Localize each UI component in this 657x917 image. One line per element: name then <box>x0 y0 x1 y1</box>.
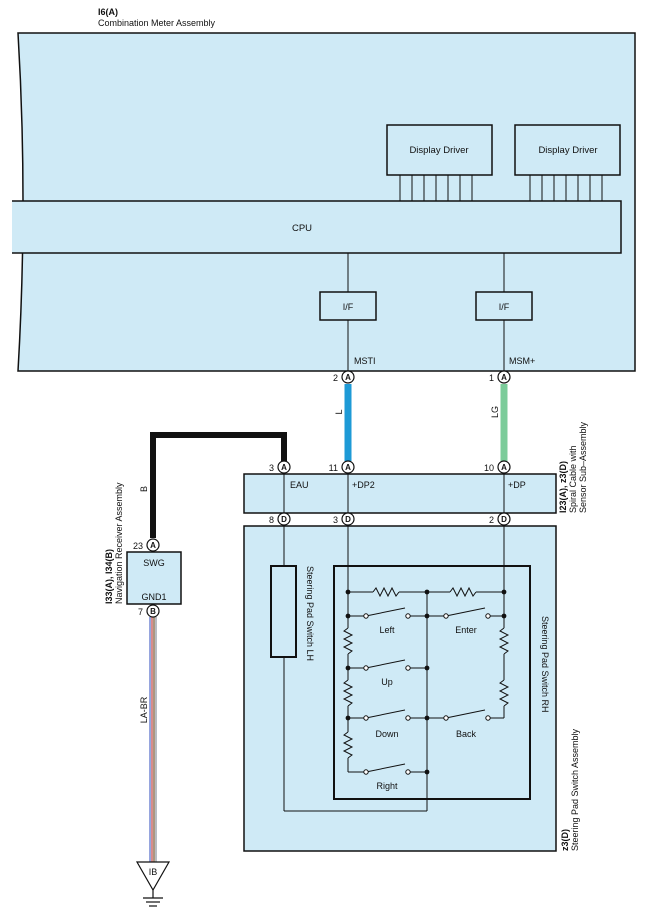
spiral-top-eau-letter: A <box>281 463 287 472</box>
nav-gnd-pin <box>146 604 160 618</box>
wire-blue-label: L <box>334 409 344 414</box>
driver-2-bus <box>529 175 603 201</box>
switch-left-label: Left <box>379 625 395 635</box>
spiral-label: I23(A), z3(D) Spiral Cable with Sensor S… <box>558 421 588 513</box>
spiral-bot-dp2-pin <box>341 512 355 526</box>
ground-symbol <box>135 861 171 907</box>
spiral-bot-dp2-letter: D <box>345 515 351 524</box>
pin-msm-letter: A <box>501 373 507 382</box>
display-driver-1-label: Display Driver <box>409 145 468 156</box>
switch-up-label: Up <box>381 677 393 687</box>
if-box-2 <box>475 291 533 321</box>
spiral-bot-eau-letter: D <box>281 515 287 524</box>
nav-gnd-number: 7 <box>138 607 143 617</box>
switch-down-label: Down <box>375 729 398 739</box>
spiral-bot-eau-number: 8 <box>269 515 274 525</box>
pin-msti-connector <box>341 370 355 384</box>
spiral-bot-eau-pin <box>277 512 291 526</box>
spiral-term-eau: EAU <box>290 480 309 490</box>
spiral-term-dp2: +DP2 <box>352 480 375 490</box>
spiral-term-dp: +DP <box>508 480 526 490</box>
nav-code: I33(A), I34(B) <box>104 549 114 604</box>
steering-rh-switch <box>333 565 531 800</box>
cpu-band <box>12 200 622 254</box>
if-1-label: I/F <box>343 302 354 312</box>
wire-ground-label: LA-BR <box>139 696 149 723</box>
nav-term-swg: SWG <box>143 558 165 568</box>
display-driver-2-label: Display Driver <box>538 145 597 156</box>
if-2-label: I/F <box>499 302 510 312</box>
steering-name: Steering Pad Switch Assembly <box>570 728 580 851</box>
switch-contacts <box>363 613 491 775</box>
display-driver-1 <box>386 124 493 176</box>
steering-code: z3(D) <box>560 829 570 851</box>
nav-swg-pin <box>146 538 160 552</box>
spiral-bot-dp2-number: 3 <box>333 515 338 525</box>
pin-msm-connector <box>497 370 511 384</box>
spiral-name-1: Spiral Cable with <box>568 445 578 513</box>
nav-label: I33(A), I34(B) Navigation Receiver Assem… <box>104 482 124 604</box>
nav-receiver-box <box>126 551 182 605</box>
nav-swg-number: 23 <box>133 541 143 551</box>
if-box-1 <box>319 291 377 321</box>
steering-lh-label: Steering Pad Switch LH <box>305 566 315 661</box>
steering-lh-switch <box>270 565 297 658</box>
steering-rh-label: Steering Pad Switch RH <box>540 616 550 713</box>
spiral-name-2: Sensor Sub–Assembly <box>578 421 588 513</box>
switch-enter-label: Enter <box>455 625 477 635</box>
nav-gnd-letter: B <box>150 607 156 616</box>
display-driver-2 <box>514 124 621 176</box>
pin-msti-number: 2 <box>333 373 338 383</box>
spiral-top-dp2-letter: A <box>345 463 351 472</box>
steering-assembly-label: z3(D) Steering Pad Switch Assembly <box>560 728 580 851</box>
spiral-top-dp2-pin <box>341 460 355 474</box>
spiral-top-eau-number: 3 <box>269 463 274 473</box>
spiral-top-dp-pin <box>497 460 511 474</box>
rh-internal-wiring <box>283 526 510 812</box>
switch-back-label: Back <box>456 729 477 739</box>
switch-right-label: Right <box>376 781 398 791</box>
wire-ground <box>149 617 157 862</box>
nav-swg-letter: A <box>150 541 156 550</box>
nav-name: Navigation Receiver Assembly <box>114 482 124 604</box>
junction-dots <box>345 589 507 775</box>
driver-1-bus <box>399 175 473 201</box>
pin-msm-number: 1 <box>489 373 494 383</box>
spiral-bot-dp-number: 2 <box>489 515 494 525</box>
spiral-top-dp-letter: A <box>501 463 507 472</box>
ground-label: IB <box>149 867 158 877</box>
spiral-code: I23(A), z3(D) <box>558 461 568 513</box>
terminal-msti: MSTI <box>354 356 376 366</box>
pin-msti-letter: A <box>345 373 351 382</box>
terminal-msm: MSM+ <box>509 356 535 366</box>
spiral-bot-dp-pin <box>497 512 511 526</box>
nav-term-gnd: GND1 <box>141 592 166 602</box>
meter-code: I6(A) <box>98 7 118 17</box>
spiral-top-eau-pin <box>277 460 291 474</box>
wire-black-label: B <box>139 486 149 492</box>
spiral-top-dp2-number: 11 <box>329 463 338 473</box>
cpu-label: CPU <box>292 223 312 234</box>
meter-name: Combination Meter Assembly <box>98 18 216 28</box>
wire-black <box>150 432 287 538</box>
spiral-bot-dp-letter: D <box>501 515 507 524</box>
wire-green-label: LG <box>490 406 500 418</box>
spiral-top-dp-number: 10 <box>484 463 494 473</box>
